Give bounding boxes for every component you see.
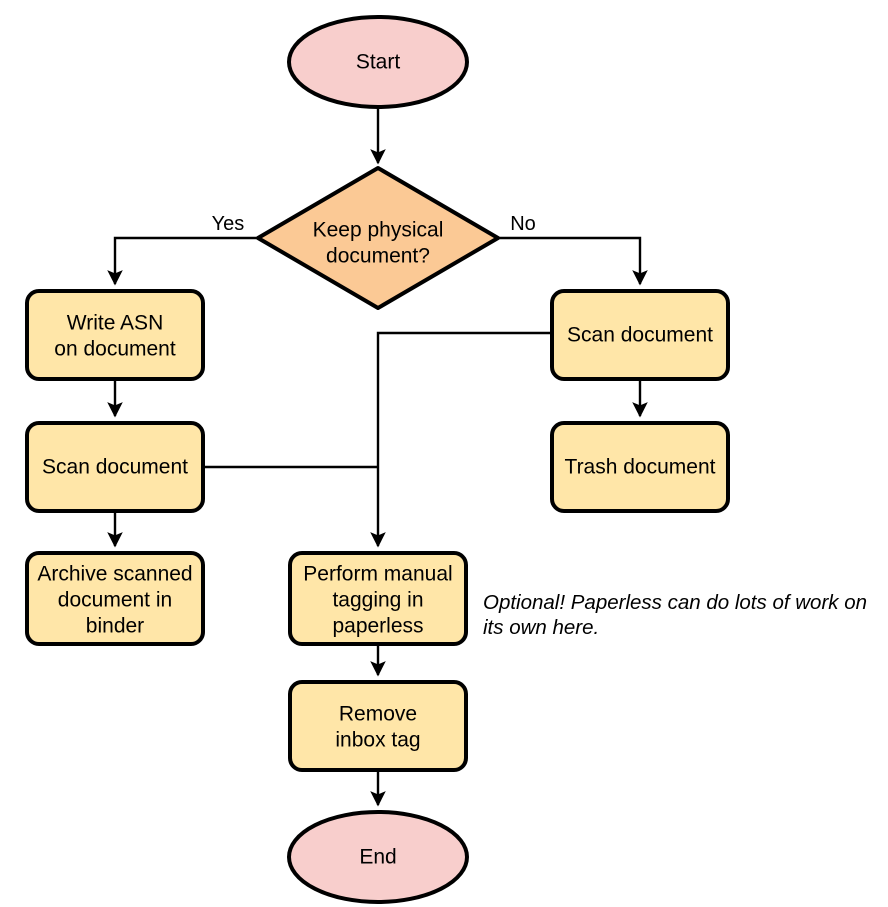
- node-write-asn[interactable]: Write ASN on document: [25, 289, 205, 381]
- node-manual-tagging-label-line-2: tagging in: [332, 589, 423, 612]
- node-start-shape[interactable]: [287, 15, 469, 109]
- node-remove-inbox-tag-shape[interactable]: [288, 680, 468, 772]
- node-archive-binder[interactable]: Archive scanned document in binder: [25, 551, 205, 646]
- node-write-asn-label-line-1: Write ASN: [67, 312, 163, 335]
- node-scan-document-left-shape[interactable]: [25, 421, 205, 513]
- edge-label-no: No: [510, 213, 536, 235]
- node-archive-binder-label-line-2: document in: [58, 589, 172, 612]
- node-trash-document-shape[interactable]: [550, 421, 730, 513]
- node-remove-inbox-tag[interactable]: Remove inbox tag: [288, 680, 468, 772]
- node-scan-document-right-shape[interactable]: [550, 289, 730, 381]
- node-end[interactable]: End: [287, 810, 469, 904]
- node-decision-label-line-1: Keep physical: [313, 219, 444, 242]
- node-scan-document-left[interactable]: Scan document: [25, 421, 205, 513]
- node-decision-shape[interactable]: [256, 166, 500, 310]
- node-start[interactable]: Start: [287, 15, 469, 109]
- annotation-optional-note-line-2: its own here.: [483, 616, 599, 639]
- edge-label-yes: Yes: [212, 213, 245, 235]
- node-scan-document-left-label: Scan document: [42, 456, 188, 479]
- node-write-asn-shape[interactable]: [25, 289, 205, 381]
- edge-scan-right-to-manual-tagging: [370, 331, 552, 548]
- node-write-asn-label-line-2: on document: [54, 338, 176, 361]
- annotation-optional-note-line-1: Optional! Paperless can do lots of work …: [483, 591, 867, 614]
- node-archive-binder-label-line-3: binder: [86, 615, 144, 638]
- node-remove-inbox-tag-label-line-2: inbox tag: [335, 729, 420, 752]
- edge-label-layer: Yes No: [212, 213, 536, 235]
- annotation-layer: Optional! Paperless can do lots of work …: [483, 591, 867, 639]
- node-remove-inbox-tag-label-line-1: Remove: [339, 703, 417, 726]
- node-trash-document-label: Trash document: [565, 456, 716, 479]
- edge-decision-no-to-scan-right: [498, 236, 648, 286]
- node-manual-tagging-label-line-1: Perform manual: [303, 563, 452, 586]
- edge-layer: [107, 107, 648, 807]
- node-manual-tagging-label-line-3: paperless: [332, 615, 423, 638]
- node-layer: Start Keep physical document? Write ASN …: [25, 15, 730, 904]
- node-trash-document[interactable]: Trash document: [550, 421, 730, 513]
- node-scan-document-right[interactable]: Scan document: [550, 289, 730, 381]
- node-decision-label-line-2: document?: [326, 245, 430, 268]
- node-start-label: Start: [356, 51, 401, 74]
- node-decision-keep-physical[interactable]: Keep physical document?: [256, 166, 500, 310]
- node-end-shape[interactable]: [287, 810, 469, 904]
- node-scan-document-right-label: Scan document: [567, 324, 713, 347]
- node-archive-binder-shape[interactable]: [25, 551, 205, 646]
- edge-decision-yes-to-write-asn: [107, 236, 258, 286]
- node-manual-tagging[interactable]: Perform manual tagging in paperless: [288, 551, 468, 646]
- node-end-label: End: [359, 846, 396, 869]
- node-manual-tagging-shape[interactable]: [288, 551, 468, 646]
- node-archive-binder-label-line-1: Archive scanned: [37, 563, 192, 586]
